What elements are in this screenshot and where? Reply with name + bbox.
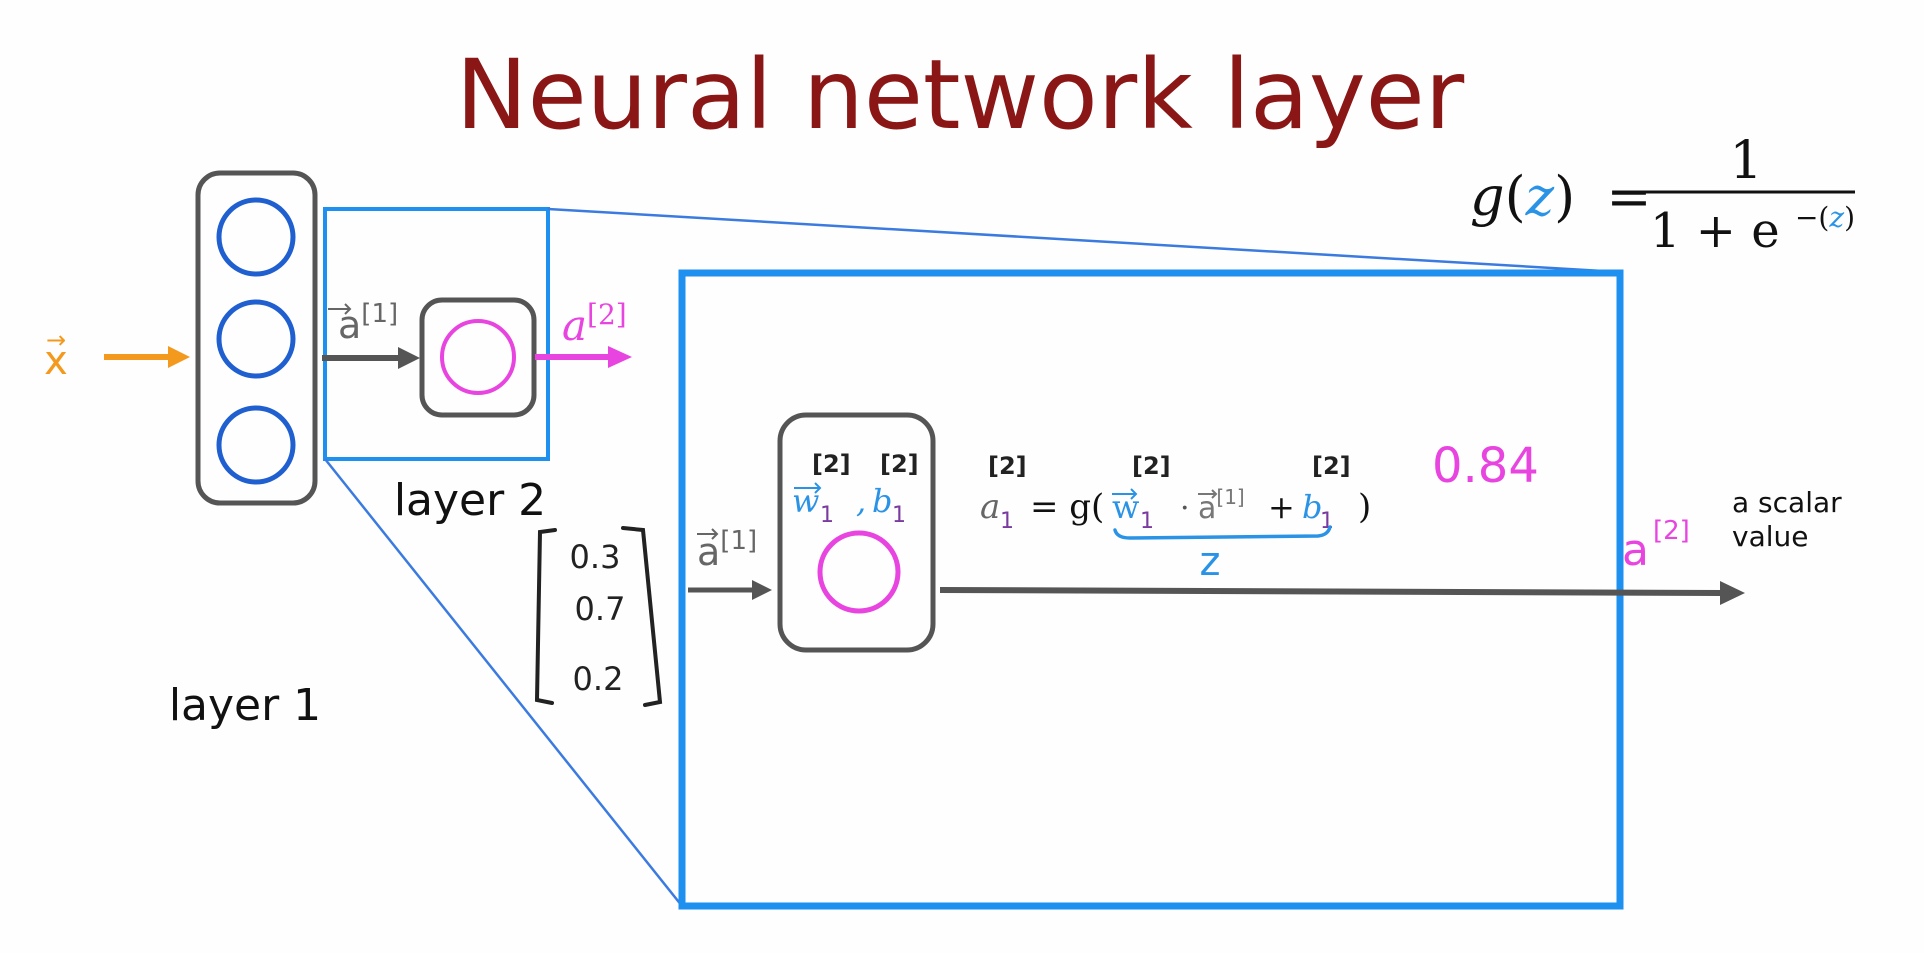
eq-equals-g: = g( [1030,487,1104,527]
eq-b-superscript: [2] [1312,452,1351,480]
a1-zoomed-superscript: [1] [720,526,757,556]
sigmoid-formula: g(z) = 1 1 + e −(z) [1470,131,1855,259]
eq-close-paren: ) [1358,487,1371,527]
sigmoid-var: z [1525,165,1555,228]
underbrace-z-label: z [1200,539,1221,585]
zoomed-neuron [817,530,901,614]
eq-plus: + [1268,488,1295,526]
layer1-label: layer 1 [169,680,321,731]
a2-superscript: [2] [587,298,627,331]
layer2-neuron [440,319,516,395]
b-subscript: 1 [892,503,906,528]
a1-arrow-head [398,347,420,369]
vector-value: 0.7 [575,590,626,628]
sigmoid-open: ( [1505,165,1526,228]
left-bracket [534,528,557,705]
w-superscript: [2] [812,450,851,478]
sigmoid-func: g [1470,165,1505,228]
neuron-params: [2] [2] w 1 , b 1 [792,450,919,528]
right-bracket [621,526,663,707]
svg-text:a[1]: a[1] [697,526,757,574]
layer1 [195,170,318,506]
sigmoid-numerator: 1 [1729,131,1762,191]
a2-label: a [562,301,587,350]
vector-arrow-icon [1112,488,1138,500]
vector-value: 0.3 [570,538,621,576]
layer1-neuron [216,299,296,379]
a1-small: a[1] [322,299,420,369]
zoom-connector-top [547,207,1621,274]
input-x: x → [44,326,190,384]
eq-lhs-superscript: [2] [988,452,1027,480]
a2-arrow-head [608,346,632,368]
svg-text:a[2]: a[2] [1622,516,1690,576]
eq-a: a [1198,491,1216,526]
w-subscript: 1 [820,503,834,528]
comma: , [856,482,866,520]
a1-label: a [338,303,361,347]
layer2-highlight-box [323,207,550,461]
svg-text:1 + e −(z): 1 + e −(z) [1650,201,1855,259]
eq-a-superscript: [1] [1216,485,1244,509]
scalar-note-line2: value [1732,520,1808,553]
eq-lhs-subscript: 1 [1000,509,1014,534]
eq-lhs: a [980,487,1000,527]
a1-zoomed-label: a [697,530,720,574]
output-value: 0.84 [1432,438,1539,494]
sigmoid-equals: = [1606,165,1651,228]
output-arrow-line [939,587,1723,596]
sigmoid-close: ) [1554,165,1575,228]
page-title: Neural network layer [456,39,1465,151]
underbrace [1113,525,1332,540]
vector-arrow-icon [1198,489,1218,499]
vector-arrow-icon [697,528,719,540]
layer1-box [195,170,318,506]
input-vector: 0.3 0.7 0.2 [534,526,663,707]
sigmoid-denominator: 1 + e [1650,203,1780,259]
layer1-neuron [216,197,296,277]
b-superscript: [2] [880,450,919,478]
vector-arrow-icon [794,482,822,494]
sigmoid-exp-var: z [1828,201,1844,234]
a1-zoomed-arrow-head [752,580,772,600]
layer2-box [419,297,537,418]
svg-text:g(z) =: g(z) = [1470,165,1652,228]
sigmoid-exp-prefix: −( [1795,201,1829,234]
vector-arrow-icon [328,303,352,315]
output-a-label: a [1622,525,1649,576]
scalar-note-line1: a scalar [1732,486,1842,519]
sigmoid-exp-suffix: ) [1844,201,1855,234]
output-a-superscript: [2] [1653,516,1690,546]
b-label: b [872,482,892,520]
svg-text:a[1]: a[1] [338,299,398,347]
input-arrow-head [168,346,190,368]
zoomed-neuron-box [777,412,936,653]
zoomed-layer-box [678,269,1624,910]
vector-value: 0.2 [573,660,624,698]
eq-w-subscript: 1 [1140,509,1154,534]
zoom-connector-bottom [324,458,683,907]
output-arrow-head [1720,581,1745,605]
activation-equation: [2] a 1 = g( [2] w 1 · a[1] + [2] b 1 ) … [980,452,1371,585]
eq-w-superscript: [2] [1132,452,1171,480]
eq-b: b [1302,488,1322,526]
input-x-label: x [44,338,68,384]
eq-dot: · [1180,491,1190,526]
vector-arrow-icon: → [46,326,66,354]
layer2-label: layer 2 [394,475,546,526]
a1-superscript: [1] [361,299,398,329]
layer1-neuron [216,405,296,485]
a1-zoomed: a[1] [688,526,772,600]
svg-text:a[2]: a[2] [562,298,627,350]
a2-output: a[2] [535,298,632,368]
svg-text:a[1]: a[1] [1198,485,1245,526]
